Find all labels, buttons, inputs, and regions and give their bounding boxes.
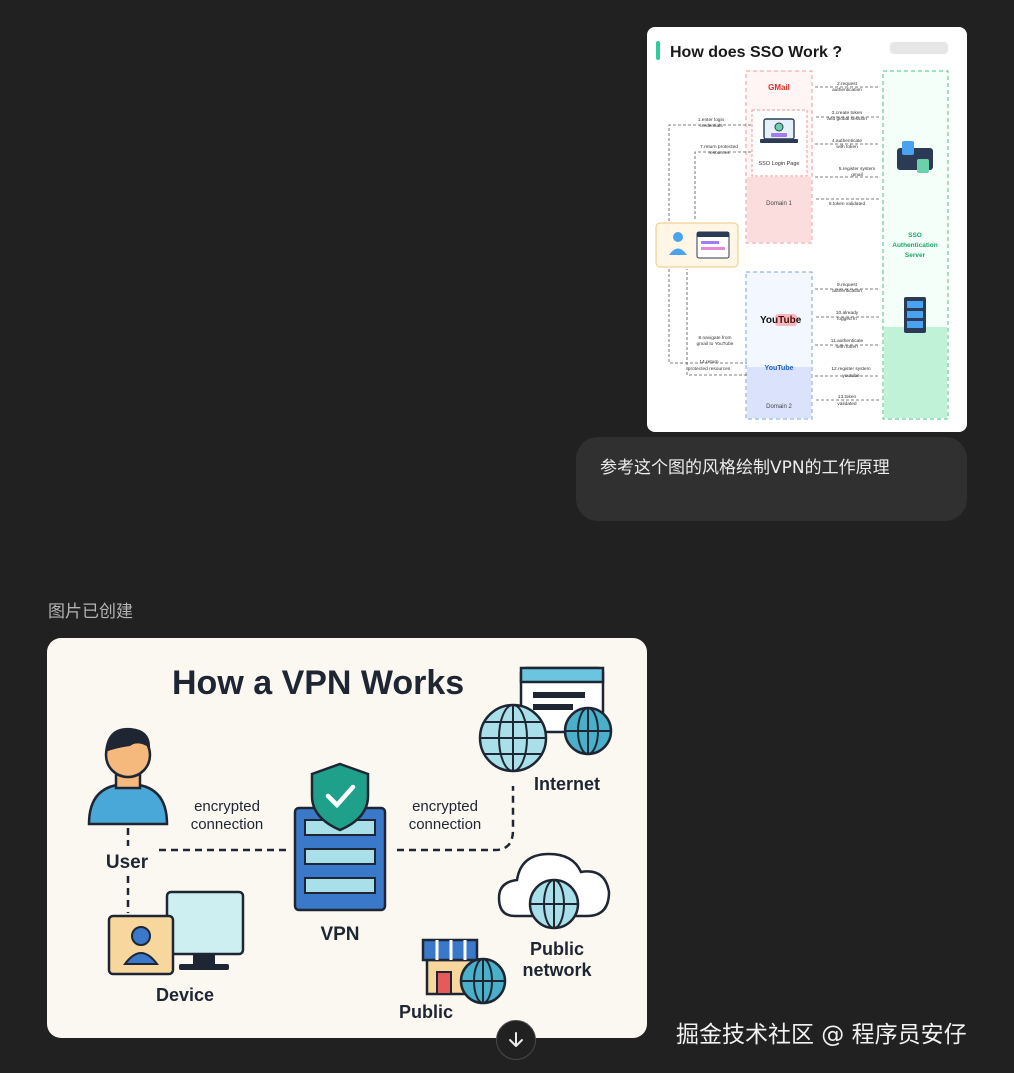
attached-image[interactable]: How does SSO Work ? GMail SSO Login Page… (647, 27, 967, 432)
sso-diagram: How does SSO Work ? GMail SSO Login Page… (655, 41, 949, 420)
user-message-bubble: 参考这个图的风格绘制VPN的工作原理 (576, 437, 967, 521)
shield-check-icon (310, 762, 370, 832)
step7-a: 7.return protected (700, 144, 738, 150)
sso-server-line3: Server (905, 252, 926, 259)
step10-a: 10.already (836, 310, 859, 316)
globe-icon (478, 703, 548, 773)
step5-a: 5.register system (839, 166, 876, 172)
youtube-label: YouTube (765, 365, 794, 372)
generated-image[interactable]: How a VPN Works User encrypted connectio… (47, 638, 647, 1038)
encrypted-right-line1: encrypted (412, 798, 478, 815)
step2-a: 2.request (837, 81, 858, 87)
step3-b: and global session (827, 116, 867, 122)
step9-a: 9.request (837, 282, 858, 288)
monitor-icon (165, 890, 245, 970)
globe-small-icon (563, 706, 613, 756)
encrypted-right-line2: connection (409, 816, 482, 833)
id-card-icon (107, 914, 175, 976)
encrypted-left-line1: encrypted (194, 798, 260, 815)
step3-a: 3.create token (832, 110, 863, 116)
user-icon (87, 727, 169, 826)
scroll-to-bottom-button[interactable] (496, 1020, 536, 1060)
user-label: User (106, 852, 149, 873)
step11-a: 11.authenticate (831, 338, 864, 344)
step14-a: 14.return (699, 359, 719, 365)
step6: 6.token validated (829, 201, 866, 207)
public-network-line2: network (522, 960, 592, 980)
step12-b: youtube (842, 373, 859, 379)
youtube-logo-icon: YouTube (760, 314, 802, 326)
sso-server-line2: Authentication (892, 242, 938, 249)
encrypted-left-line2: connection (191, 816, 264, 833)
image-created-status: 图片已创建 (48, 602, 133, 622)
public-network-line1: Public (530, 939, 584, 959)
step1-a: 1.enter login (698, 117, 725, 123)
watermark: 掘金技术社区 @ 程序员安仔 (676, 1022, 967, 1048)
vpn-title: How a VPN Works (172, 664, 464, 702)
arrow-down-icon (509, 1032, 523, 1047)
step11-b: with token (836, 344, 858, 350)
svg-text:YouTube: YouTube (760, 315, 802, 326)
cloud-globe-icon (497, 852, 611, 930)
step10-b: logged in (837, 316, 857, 322)
domain1-label: Domain 1 (766, 201, 792, 207)
step4-b: with token (836, 144, 858, 150)
step2-b: authentication (832, 87, 862, 93)
internet-label: Internet (534, 774, 600, 794)
laptop-login-icon (760, 118, 798, 143)
device-label: Device (156, 985, 214, 1005)
step8-a: 8.navigate from (698, 335, 731, 341)
globe-public-icon (459, 957, 507, 1005)
step4-a: 4.authenticate (832, 138, 862, 144)
user-message-text: 参考这个图的风格绘制VPN的工作原理 (600, 458, 890, 478)
step14-b: protected resources (688, 366, 731, 372)
sso-title: How does SSO Work ? (670, 44, 842, 61)
vpn-diagram: How a VPN Works User encrypted connectio… (87, 664, 613, 1022)
domain2-label: Domain 2 (766, 404, 792, 410)
gmail-label: GMail (768, 83, 790, 92)
step1-b: credentials (699, 123, 723, 129)
step9-b: authentication (832, 288, 862, 294)
public-label: Public (399, 1002, 453, 1022)
server-rack-icon (904, 297, 926, 333)
step12-a: 12.register system (831, 366, 870, 372)
sso-server-line1: SSO (908, 232, 922, 239)
step8-b: gmail to YouTube (697, 341, 734, 347)
user-icon (669, 232, 687, 255)
step13-b: validated (837, 401, 857, 407)
vpn-label: VPN (320, 924, 359, 945)
sso-login-page-label: SSO Login Page (759, 161, 800, 167)
step13-a: 13.token (838, 394, 857, 400)
browser-icon (696, 231, 730, 259)
step7-b: resources (708, 150, 730, 156)
step5-b: gmail (851, 172, 862, 178)
token-icon (897, 141, 933, 173)
